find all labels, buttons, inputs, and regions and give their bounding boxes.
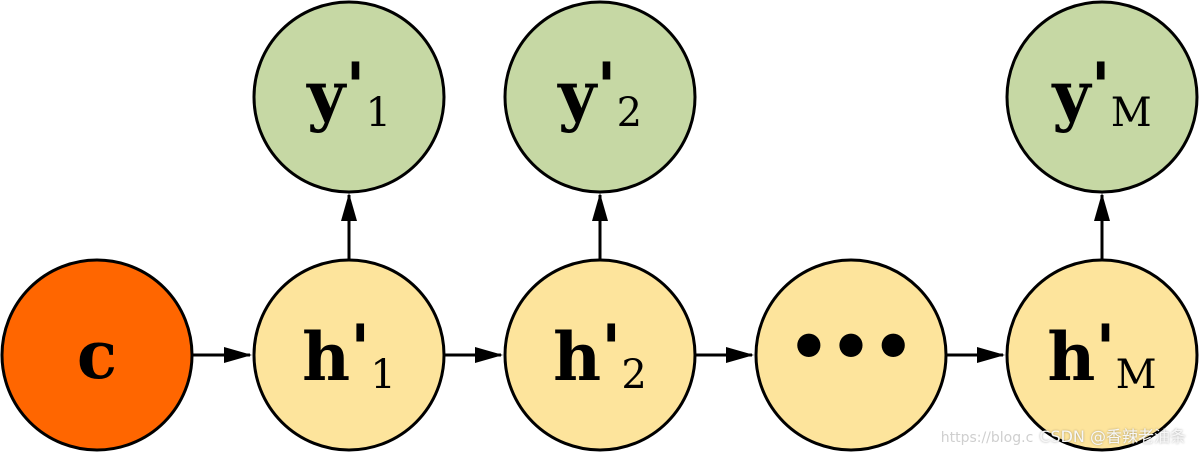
node-y1-label: y'1	[306, 48, 391, 136]
node-hM-circle	[1005, 258, 1199, 452]
node-h1-label: h'1	[302, 310, 396, 398]
node-h2-circle	[503, 258, 697, 452]
node-yM-circle	[1005, 0, 1199, 194]
node-y2-label: y'2	[557, 48, 642, 136]
node-hdots-circle	[754, 258, 948, 452]
node-y2: y'2	[503, 0, 697, 194]
node-y1: y'1	[252, 0, 446, 194]
node-hdots: •••	[754, 258, 948, 452]
node-yM: y'M	[1005, 0, 1199, 194]
node-h2: h'2	[503, 258, 697, 452]
node-yM-label: y'M	[1051, 48, 1152, 136]
node-h1: h'1	[252, 258, 446, 452]
node-h1-circle	[252, 258, 446, 452]
node-context: c	[0, 258, 194, 452]
node-hM: h'M	[1005, 258, 1199, 452]
watermark-text: CSDN @香辣老油条	[1039, 427, 1186, 446]
watermark: https://blog.c CSDN @香辣老油条	[941, 423, 1186, 447]
node-hdots-label: •••	[788, 308, 915, 386]
node-y1-circle	[252, 0, 446, 194]
node-y2-circle	[503, 0, 697, 194]
node-h2-label: h'2	[553, 310, 647, 398]
watermark-url: https://blog.c	[940, 430, 1034, 446]
node-hM-label: h'M	[1047, 310, 1156, 398]
node-context-circle	[0, 258, 194, 452]
node-context-label: c	[77, 316, 117, 394]
